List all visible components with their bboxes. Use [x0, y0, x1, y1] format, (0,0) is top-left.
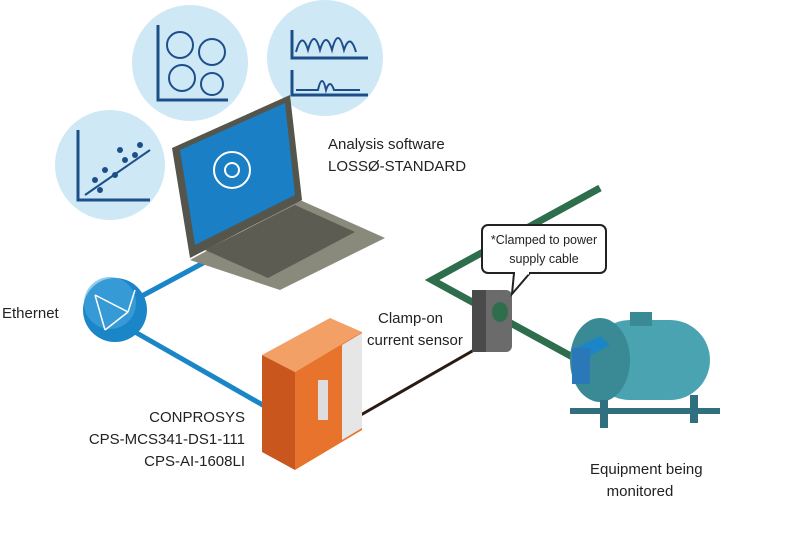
equipment-label-line1: Equipment being	[590, 461, 703, 478]
callout-bubble: *Clamped to power supply cable	[481, 224, 607, 274]
device-label-line2: CPS-MCS341-DS1-111	[88, 431, 245, 448]
software-label-line1: Analysis software	[328, 136, 445, 153]
conprosys-device-illustration	[262, 318, 362, 470]
sensor-label-line1: Clamp-on	[378, 310, 444, 327]
ethernet-cable-device	[133, 329, 270, 411]
scatter-plot-bubble	[55, 110, 165, 220]
device-label-line3: CPS-AI-1608LI	[144, 453, 245, 470]
device-label-line1: CONPROSYS	[149, 409, 245, 426]
sensor-label-line2: current sensor	[367, 332, 463, 349]
cluster-plot-bubble	[132, 5, 248, 121]
software-label-line2: LOSSØ-STANDARD	[328, 158, 467, 175]
equipment-boiler-illustration	[570, 312, 720, 428]
equipment-label-line2: monitored	[606, 483, 674, 500]
ethernet-globe-icon	[83, 277, 147, 342]
callout-line2: supply cable	[509, 252, 579, 266]
laptop-illustration	[172, 95, 385, 290]
clamp-sensor-illustration	[472, 290, 512, 352]
waveform-bubble	[267, 0, 383, 116]
signal-cable	[351, 340, 489, 422]
ethernet-label: Ethernet	[2, 305, 59, 322]
callout-line1: *Clamped to power	[490, 233, 598, 247]
power-cable	[424, 184, 602, 376]
